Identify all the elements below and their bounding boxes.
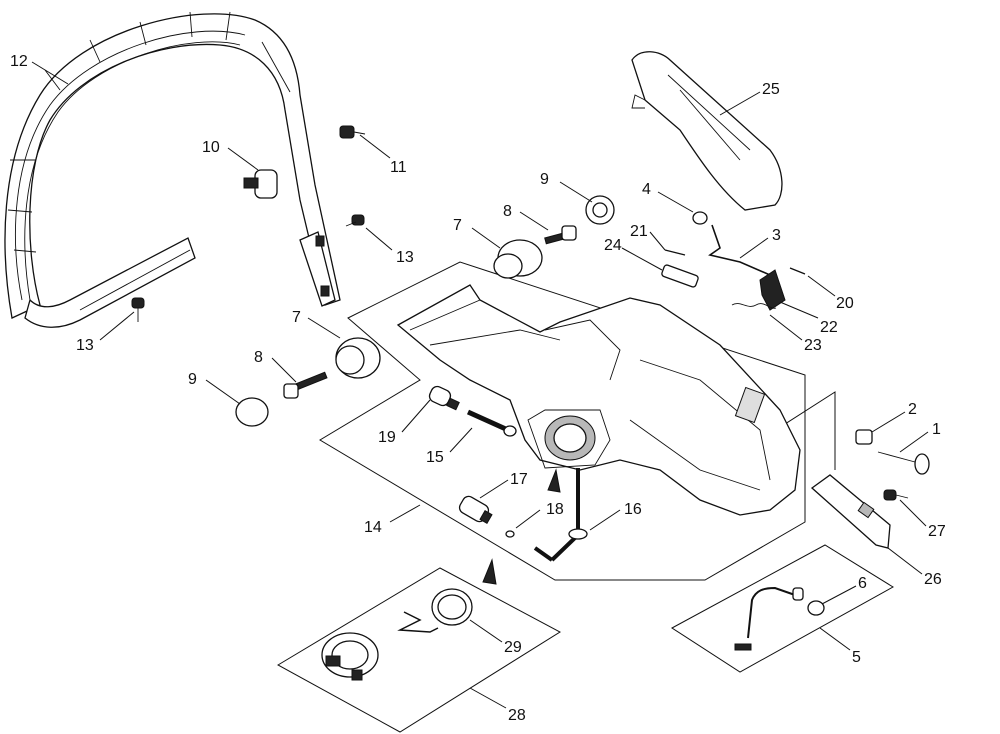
label-29: 29 bbox=[504, 639, 522, 656]
front-handle-bar bbox=[4, 11, 341, 328]
tank-fitting bbox=[428, 385, 460, 411]
label-22: 22 bbox=[820, 319, 838, 336]
o-ring-small bbox=[505, 530, 515, 538]
label-23: 23 bbox=[804, 337, 822, 354]
label-19: 19 bbox=[378, 429, 396, 446]
link-rod bbox=[708, 224, 771, 276]
small-grommet bbox=[692, 211, 708, 225]
label-21: 21 bbox=[630, 223, 648, 240]
label-9-upper: 9 bbox=[540, 171, 549, 188]
mount-bolt-left bbox=[283, 371, 328, 399]
oil-filter bbox=[458, 495, 493, 525]
label-24: 24 bbox=[604, 237, 622, 254]
label-8-upper: 8 bbox=[503, 203, 512, 220]
label-18: 18 bbox=[546, 501, 564, 518]
label-10: 10 bbox=[202, 139, 220, 156]
rubber-mount-upper bbox=[493, 239, 543, 279]
mount-cap-left bbox=[235, 397, 269, 427]
label-7-upper: 7 bbox=[453, 217, 462, 234]
main-assembly-frame bbox=[319, 261, 806, 581]
top-cover bbox=[631, 51, 783, 211]
label-28: 28 bbox=[508, 707, 526, 724]
label-5: 5 bbox=[852, 649, 861, 666]
label-3: 3 bbox=[772, 227, 781, 244]
arrow-up-center bbox=[547, 468, 561, 493]
mount-cap-upper bbox=[585, 195, 615, 225]
side-cover bbox=[810, 474, 891, 549]
label-6: 6 bbox=[858, 575, 867, 592]
label-17: 17 bbox=[510, 471, 528, 488]
tank-cap bbox=[321, 611, 439, 681]
rubber-mount-left bbox=[335, 337, 381, 379]
label-20: 20 bbox=[836, 295, 854, 312]
label-27: 27 bbox=[928, 523, 946, 540]
label-26: 26 bbox=[924, 571, 942, 588]
handle-screw-bottom bbox=[131, 297, 145, 322]
label-1: 1 bbox=[932, 421, 941, 438]
label-25: 25 bbox=[762, 81, 780, 98]
oil-pump-pin bbox=[466, 409, 517, 437]
label-11: 11 bbox=[390, 159, 407, 176]
latch-24 bbox=[661, 264, 699, 288]
cap-assembly-frame bbox=[276, 567, 561, 733]
adjust-screw bbox=[877, 451, 930, 475]
handle-mount-collar bbox=[243, 169, 278, 199]
label-8-left: 8 bbox=[254, 349, 263, 366]
spring-23 bbox=[731, 303, 777, 309]
label-7-left: 7 bbox=[292, 309, 301, 326]
handle-screw-right bbox=[345, 214, 365, 227]
label-2: 2 bbox=[908, 401, 917, 418]
label-13-right: 13 bbox=[396, 249, 414, 266]
leader-lines bbox=[31, 61, 929, 709]
label-15: 15 bbox=[426, 449, 444, 466]
tank-housing bbox=[396, 284, 801, 516]
label-12: 12 bbox=[10, 53, 28, 70]
pin-21 bbox=[664, 249, 686, 256]
mount-bolt-upper bbox=[544, 225, 577, 245]
lever-22 bbox=[759, 269, 786, 311]
handle-screw-top bbox=[339, 125, 366, 139]
pin-20 bbox=[789, 267, 806, 275]
grommet-6 bbox=[807, 600, 825, 616]
pipe-assembly-frame bbox=[671, 544, 894, 673]
label-13-bottom: 13 bbox=[76, 337, 94, 354]
pipe-assembly bbox=[734, 586, 804, 651]
clip-part bbox=[855, 429, 873, 445]
label-14: 14 bbox=[364, 519, 382, 536]
part-labels: 12 10 11 13 13 7 8 9 7 8 9 25 4 3 21 24 … bbox=[10, 53, 946, 724]
label-16: 16 bbox=[624, 501, 642, 518]
label-4: 4 bbox=[642, 181, 651, 198]
cover-screw bbox=[883, 489, 909, 501]
label-9-left: 9 bbox=[188, 371, 197, 388]
arrow-up-lower bbox=[482, 558, 497, 585]
